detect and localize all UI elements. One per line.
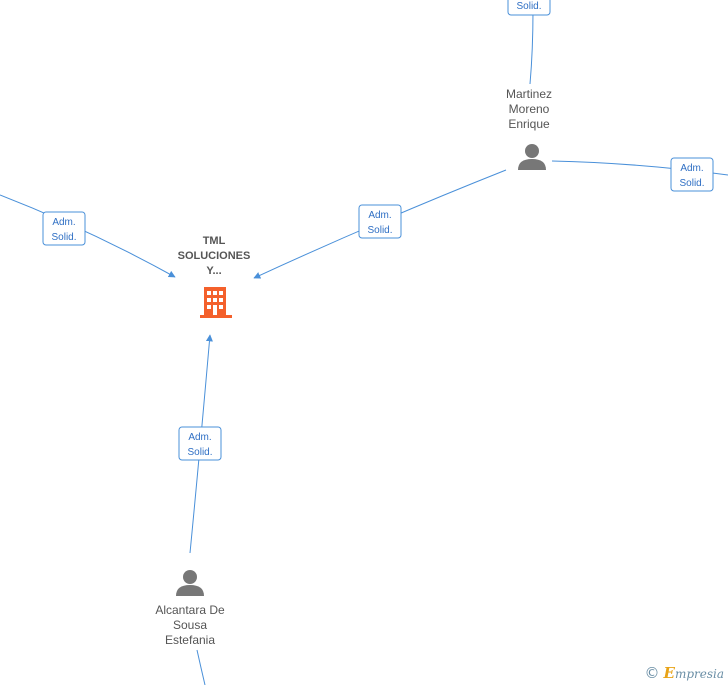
edge-label-right-line1: Adm. xyxy=(680,163,703,174)
brand-logo: Empresia xyxy=(664,664,725,682)
person-icon-martinez[interactable] xyxy=(518,144,546,170)
edge-label-right[interactable]: Adm. Solid. xyxy=(670,157,714,192)
edge-label-martinez-line2: Solid. xyxy=(367,225,392,236)
edge-alcantara-to-bottom xyxy=(196,649,206,685)
person-node-label-alcantara[interactable]: Alcantara De Sousa Estefania xyxy=(155,603,225,647)
company-node-label[interactable]: TML SOLUCIONES Y... xyxy=(177,235,251,277)
brand-logo-rest: mpresia xyxy=(674,667,724,681)
person-node-label-martinez[interactable]: Martinez Moreno Enrique xyxy=(505,87,552,131)
edge-label-alcantara-line1: Adm. xyxy=(188,432,211,443)
edge-label-left[interactable]: Adm. Solid. xyxy=(42,211,86,246)
person-icon-alcantara[interactable] xyxy=(176,570,204,596)
company-building-icon[interactable] xyxy=(200,287,232,318)
edge-label-left-line2: Solid. xyxy=(51,232,76,243)
copyright-icon: © xyxy=(644,664,660,682)
edge-label-alcantara-line2: Solid. xyxy=(187,447,212,458)
edge-label-right-line2: Solid. xyxy=(679,178,704,189)
edge-label-alcantara[interactable]: Adm. Solid. xyxy=(178,426,222,461)
edge-label-top-line2: Solid. xyxy=(516,1,541,12)
brand-logo-initial: E xyxy=(663,664,675,682)
edge-left-to-company xyxy=(0,194,176,278)
edge-label-martinez[interactable]: Adm. Solid. xyxy=(358,204,402,239)
empresia-watermark: © Empresia xyxy=(645,664,725,682)
edge-label-left-line1: Adm. xyxy=(52,217,75,228)
edge-label-top[interactable]: Solid. xyxy=(507,0,551,16)
edge-label-martinez-line1: Adm. xyxy=(368,210,391,221)
